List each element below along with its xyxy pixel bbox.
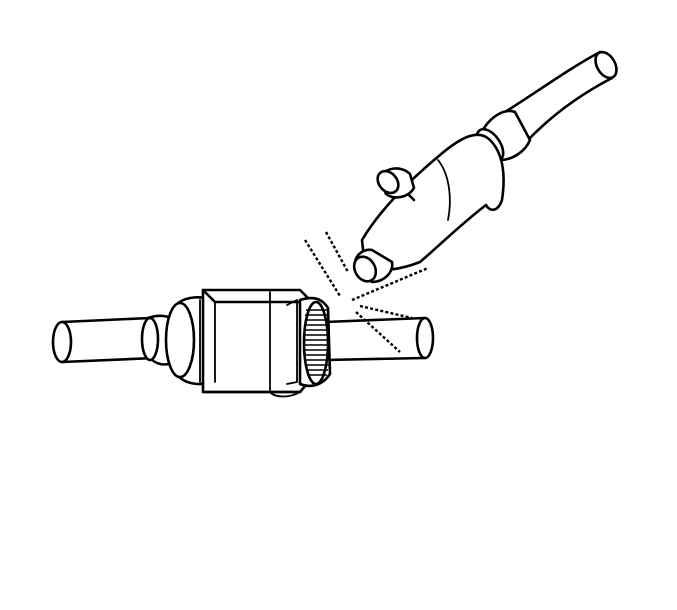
fitting <box>140 288 332 398</box>
spark-lines <box>303 231 429 353</box>
left-pipe <box>51 316 157 364</box>
torch <box>352 50 618 284</box>
knurl-lines <box>304 309 330 376</box>
right-pipe <box>323 316 435 362</box>
